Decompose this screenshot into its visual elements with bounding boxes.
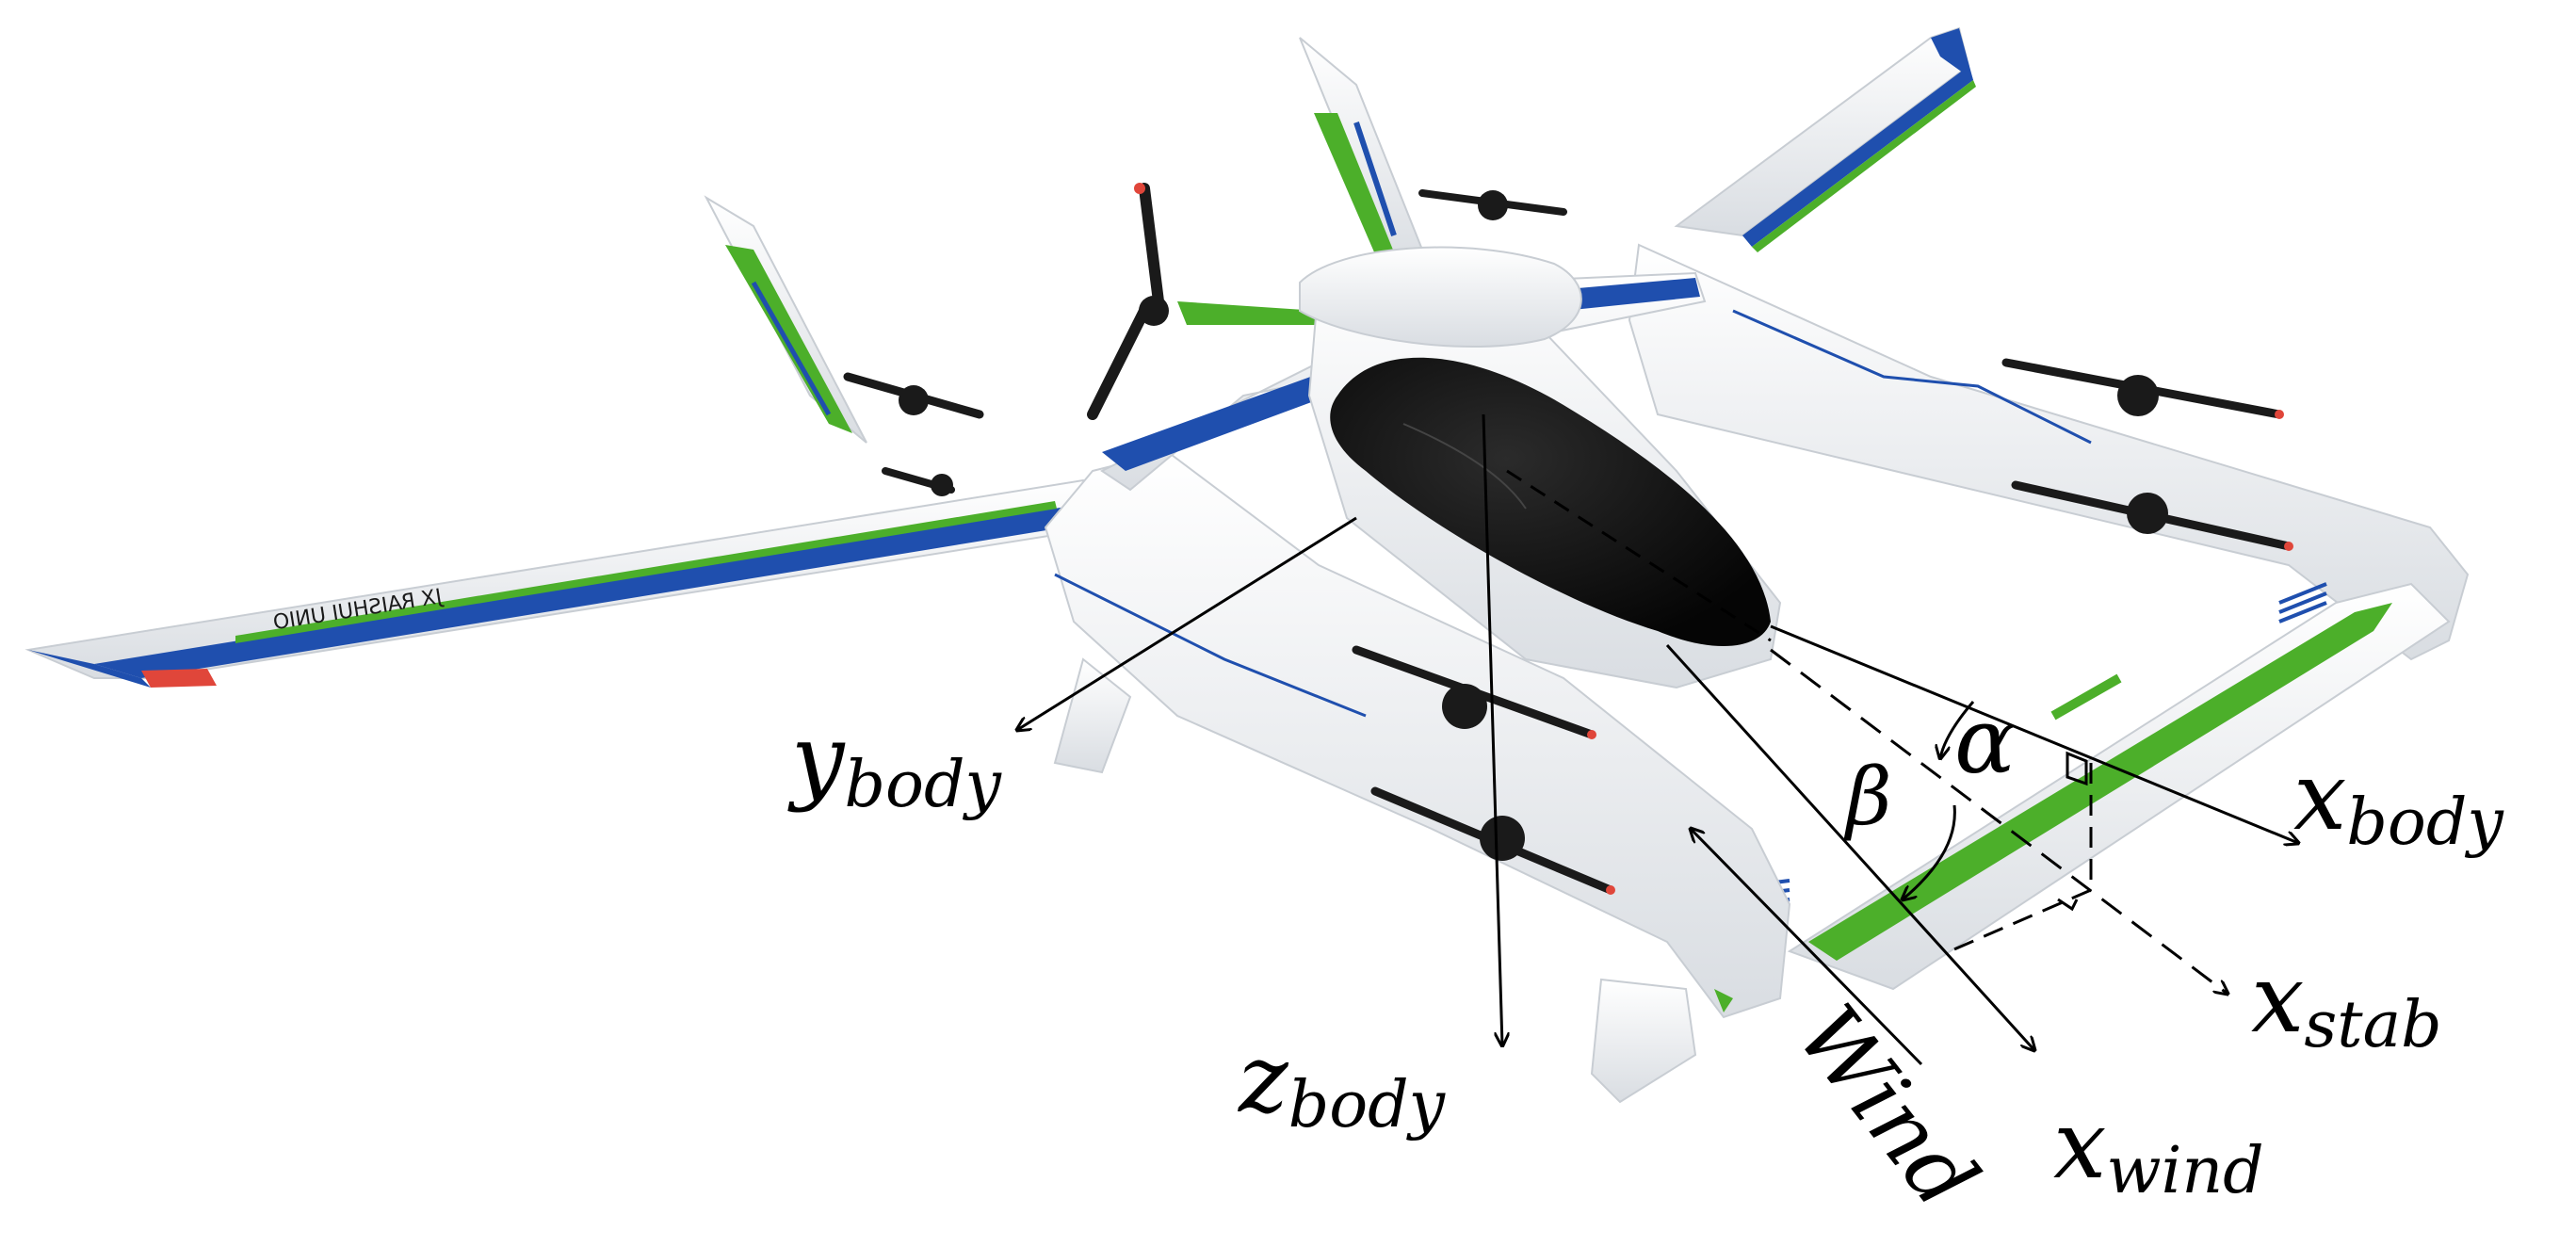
- x-stab-axis: [1770, 648, 2228, 994]
- fuselage: [1299, 246, 1782, 689]
- propeller-left-front-lower: [1370, 786, 1615, 895]
- label-y-body: ybody: [787, 704, 1002, 822]
- coordinate-axes: [1017, 413, 2298, 1066]
- left-boom: [1044, 450, 1791, 1104]
- right-angle-marker-low: [2057, 898, 2079, 912]
- wind-arrow: [1691, 829, 1923, 1066]
- propeller-left-rear: [843, 372, 984, 496]
- canopy: [1330, 357, 1771, 647]
- label-z-body: zbody: [1238, 1024, 1447, 1142]
- rear-left-fin: [704, 195, 867, 444]
- x-wind-axis: [1665, 643, 2034, 1050]
- propellers: [843, 183, 2293, 895]
- beta-arc: [1903, 804, 1956, 899]
- rear-right-fin: [1299, 37, 1434, 276]
- label-alpha: α: [1954, 688, 2016, 794]
- label-beta: β: [1843, 751, 1892, 843]
- right-wing: [1674, 26, 1976, 252]
- propeller-right-upper: [2001, 358, 2284, 419]
- right-boom: [1628, 243, 2470, 661]
- propeller-top: [1087, 183, 1169, 420]
- label-x-body: xbody: [2293, 741, 2504, 860]
- right-angle-marker: [2066, 751, 2088, 786]
- propeller-left-front-upper: [1352, 645, 1596, 739]
- x-body-axis: [1770, 624, 2298, 843]
- label-wind: Wind: [1778, 987, 1997, 1227]
- aircraft-illustration: JX RAISHUI UNIO: [24, 26, 2470, 1104]
- label-x-stab: xstab: [2251, 944, 2442, 1062]
- propeller-rear-right-top: [1418, 189, 1567, 220]
- left-wing: JX RAISHUI UNIO: [24, 478, 1104, 688]
- stab-dashed-upper: [1506, 469, 1772, 642]
- projection-lines: [1949, 763, 2093, 953]
- alpha-arc: [1940, 701, 1975, 758]
- y-body-axis: [1017, 516, 1357, 730]
- z-body-axis: [1482, 413, 1502, 1045]
- label-x-wind: xwind: [2053, 1090, 2264, 1208]
- propeller-right-lower: [2011, 480, 2293, 551]
